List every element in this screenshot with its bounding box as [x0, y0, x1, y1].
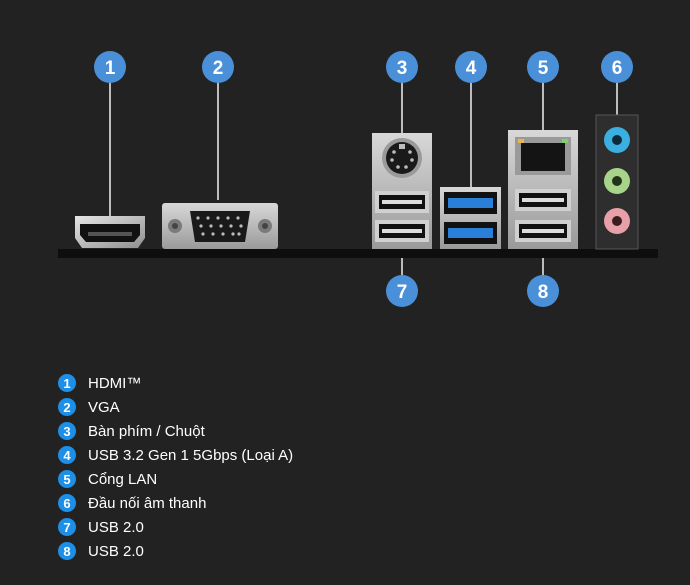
svg-text:4: 4: [466, 58, 477, 79]
io-panel-diagram: 1 2 3 4 5 6 7 8: [58, 51, 658, 307]
legend-number-badge: 3: [58, 422, 76, 440]
legend-label: USB 2.0: [88, 518, 144, 536]
callout-badge-1: 1: [94, 51, 126, 83]
legend-item-usb2-right: 8 USB 2.0: [58, 539, 293, 563]
legend-item-usb2-left: 7 USB 2.0: [58, 515, 293, 539]
legend-item-vga: 2 VGA: [58, 395, 293, 419]
audio-jack-pink: [604, 208, 630, 234]
legend-label: USB 3.2 Gen 1 5Gbps (Loại A): [88, 446, 294, 464]
legend-label: HDMI™: [88, 374, 142, 392]
usb2-ports-left: [375, 191, 429, 242]
legend-number-badge: 2: [58, 398, 76, 416]
ps2-port: [382, 138, 422, 178]
usb32-ports: [440, 187, 501, 249]
lan-port: [515, 137, 571, 175]
legend-item-audio: 6 Đầu nối âm thanh: [58, 491, 293, 515]
lan-usb-stack: [508, 130, 578, 249]
legend-label: USB 2.0: [88, 542, 144, 560]
audio-jack-green: [604, 168, 630, 194]
legend-label: Cổng LAN: [88, 470, 158, 488]
legend-number-badge: 7: [58, 518, 76, 536]
audio-jacks: [595, 114, 639, 250]
callout-badge-6: 6: [601, 51, 633, 83]
callout-badge-7: 7: [386, 275, 418, 307]
hdmi-port: [75, 216, 145, 248]
svg-text:8: 8: [538, 282, 549, 303]
port-legend: 1 HDMI™ 2 VGA 3 Bàn phím / Chuột 4 USB 3…: [58, 371, 293, 563]
callout-badge-5: 5: [527, 51, 559, 83]
svg-text:3: 3: [397, 58, 408, 79]
legend-label: Đầu nối âm thanh: [88, 494, 207, 512]
audio-jack-blue: [604, 127, 630, 153]
legend-number-badge: 5: [58, 470, 76, 488]
legend-number-badge: 8: [58, 542, 76, 560]
io-shield-base: [58, 249, 658, 258]
vga-port: [162, 203, 278, 249]
svg-text:2: 2: [213, 58, 224, 79]
usb2-ports-right: [515, 189, 571, 242]
legend-label: Bàn phím / Chuột: [88, 422, 205, 440]
callout-badge-8: 8: [527, 275, 559, 307]
svg-text:5: 5: [538, 58, 549, 79]
legend-item-keyboard-mouse: 3 Bàn phím / Chuột: [58, 419, 293, 443]
legend-item-hdmi: 1 HDMI™: [58, 371, 293, 395]
legend-number-badge: 4: [58, 446, 76, 464]
callout-badge-2: 2: [202, 51, 234, 83]
svg-text:7: 7: [397, 282, 408, 303]
callout-badges: 1 2 3 4 5 6 7 8: [94, 51, 633, 307]
svg-text:6: 6: [612, 58, 623, 79]
legend-item-usb32: 4 USB 3.2 Gen 1 5Gbps (Loại A): [58, 443, 293, 467]
leader-lines: [109, 82, 618, 276]
ps2-usb-stack: [372, 133, 432, 249]
svg-text:1: 1: [105, 58, 116, 79]
legend-number-badge: 1: [58, 374, 76, 392]
callout-badge-4: 4: [455, 51, 487, 83]
legend-item-lan: 5 Cổng LAN: [58, 467, 293, 491]
callout-badge-3: 3: [386, 51, 418, 83]
legend-label: VGA: [88, 398, 120, 416]
legend-number-badge: 6: [58, 494, 76, 512]
